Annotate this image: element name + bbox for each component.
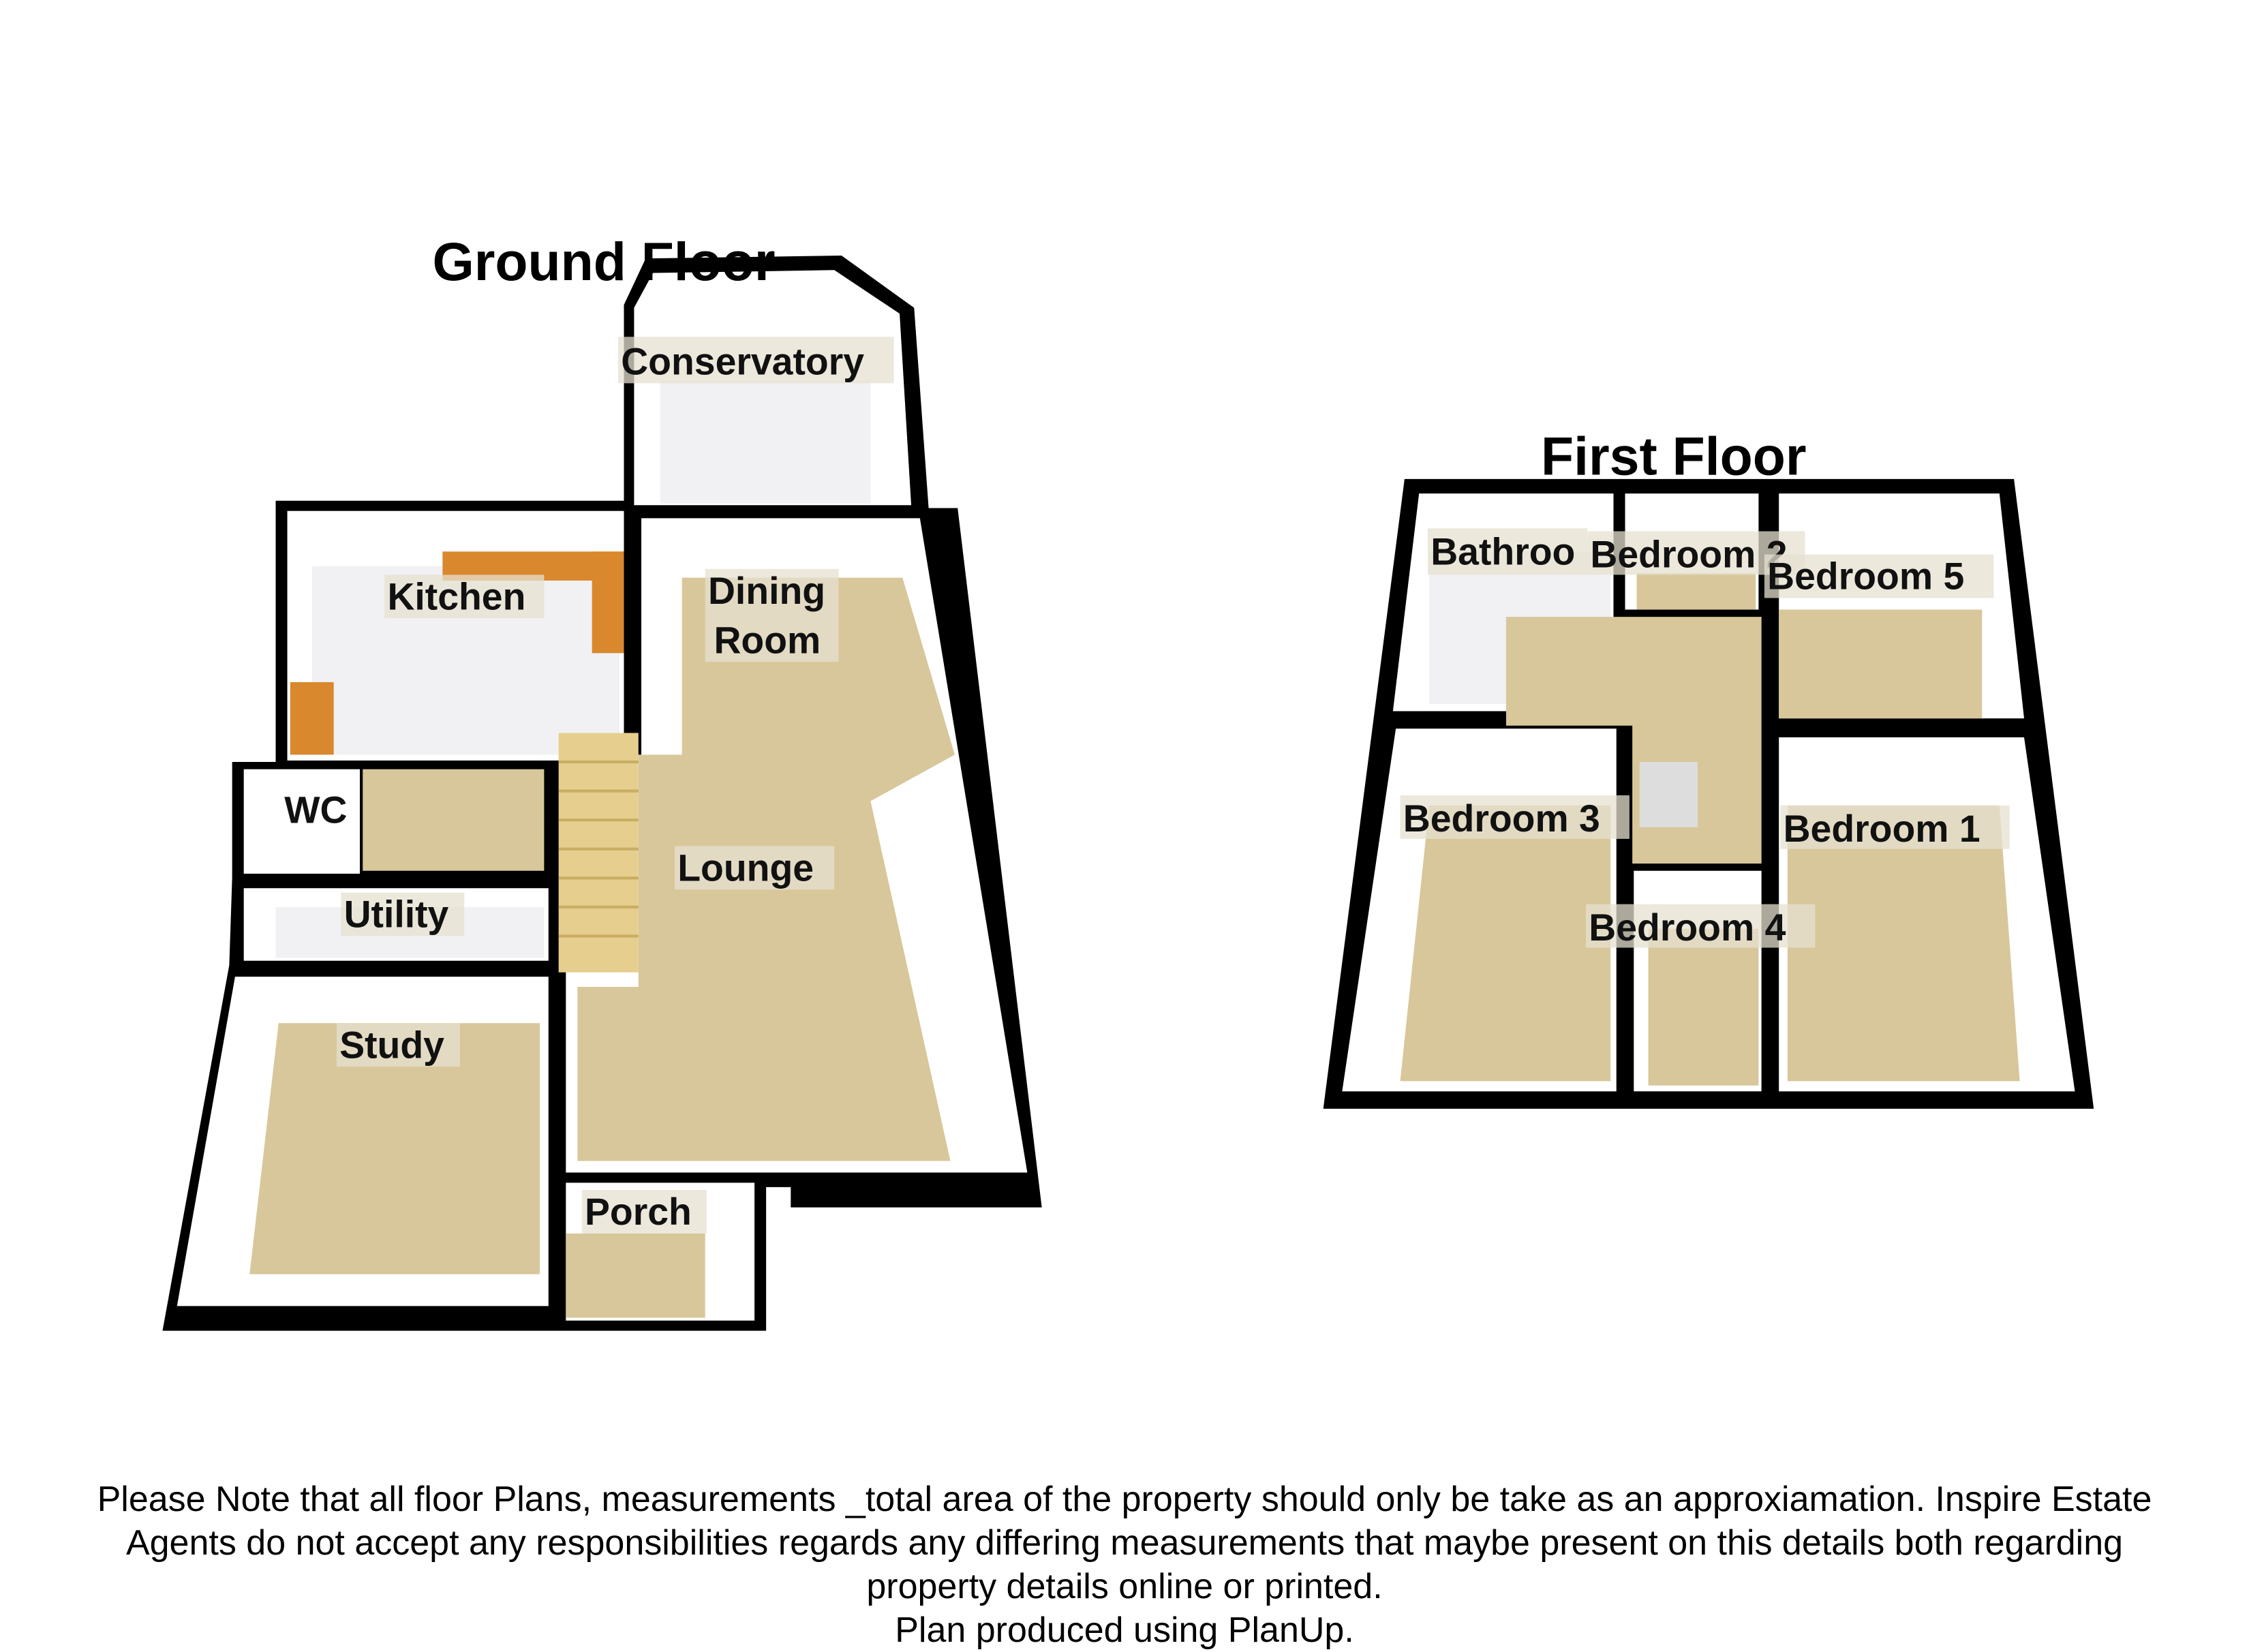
label-bedroom-5: Bedroom 5 — [1767, 555, 1964, 598]
label-bedroom-2: Bedroom 2 — [1590, 534, 1787, 576]
label-bathroom: Bathroo — [1431, 530, 1575, 572]
label-bedroom-3: Bedroom 3 — [1403, 797, 1600, 840]
label-bedroom-4: Bedroom 4 — [1589, 906, 1786, 949]
room-wc — [243, 769, 360, 874]
label-kitchen: Kitchen — [387, 575, 525, 617]
label-conservatory: Conservatory — [621, 341, 864, 383]
ground-floor-plan: Ground Floor Conservatory Kitchen Dining… — [162, 232, 1042, 1331]
disclaimer-line-3: property details online or printed. — [866, 1567, 1383, 1606]
disclaimer-line-1: Please Note that all floor Plans, measur… — [97, 1480, 2152, 1519]
label-bedroom-1: Bedroom 1 — [1784, 808, 1980, 850]
label-dining-room-1: Dining — [708, 570, 825, 612]
label-study: Study — [339, 1024, 444, 1066]
label-lounge: Lounge — [677, 847, 814, 889]
stairs — [558, 733, 639, 973]
disclaimer-line-2: Agents do not accept any responsibilitie… — [125, 1523, 2124, 1563]
ground-floor-title: Ground Floor — [432, 232, 775, 292]
label-porch: Porch — [585, 1191, 692, 1233]
first-floor-plan: First Floor Bathroo Bedroom 2 Bedroom 5 … — [1323, 426, 2094, 1109]
label-utility: Utility — [344, 893, 449, 936]
label-wc: WC — [284, 789, 347, 831]
first-floor-title: First Floor — [1541, 426, 1806, 486]
plan-credit: Plan produced using PlanUp. — [895, 1610, 1354, 1650]
disclaimer: Please Note that all floor Plans, measur… — [0, 1478, 2249, 1652]
label-dining-room-2: Room — [714, 619, 821, 661]
